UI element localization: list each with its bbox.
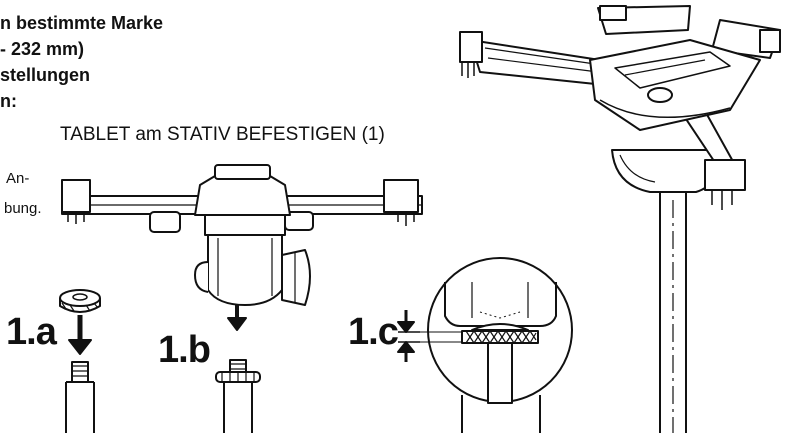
instruction-line-4: n: [0, 91, 17, 111]
side-note-line-1: An- [6, 170, 30, 187]
step-label-1b: 1.b [158, 329, 211, 371]
instruction-line-3: stellungen [0, 65, 91, 85]
tripod-head-illustration [459, 5, 781, 433]
side-note-line-2: bung. [4, 200, 42, 217]
step-1c-detail-illustration [397, 257, 573, 433]
instruction-line-1: n bestimmte Marke [0, 13, 164, 33]
step-label-1a: 1.a [6, 311, 57, 353]
step-1a-illustration [59, 289, 101, 433]
section-heading: TABLET am STATIV BEFESTIGEN (1) [60, 124, 385, 145]
step-label-1c: 1.c [348, 311, 399, 353]
tablet-holder-illustration [61, 164, 423, 331]
step-1b-illustration [215, 359, 261, 433]
instruction-line-2: - 232 mm) [0, 39, 85, 59]
